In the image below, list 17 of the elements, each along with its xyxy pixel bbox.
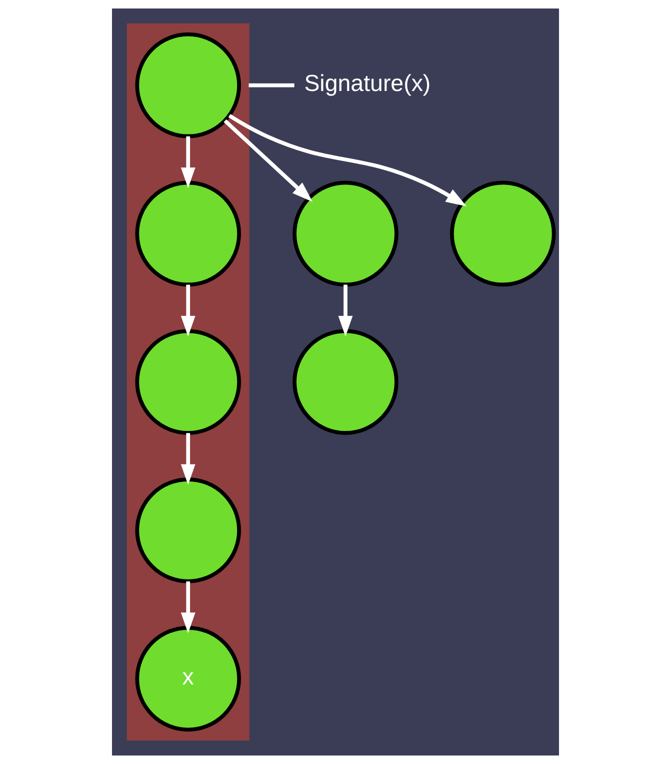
node-circle: [292, 329, 398, 435]
node-circle: [134, 180, 240, 287]
cluster: [126, 23, 249, 741]
arrow: [180, 136, 195, 188]
node-circle: [134, 477, 240, 584]
arrow: [228, 114, 466, 206]
node-circle: [134, 32, 240, 138]
node-circle: x: [134, 626, 240, 732]
arrow: [180, 581, 195, 634]
connector: [248, 83, 294, 88]
node-circle: [450, 180, 556, 287]
arrow: [180, 284, 195, 337]
node-text: Signature(x): [304, 70, 430, 96]
arrow: [223, 119, 312, 202]
arrow: [338, 284, 352, 337]
arrow: [180, 433, 195, 485]
node-circle: [134, 329, 240, 435]
